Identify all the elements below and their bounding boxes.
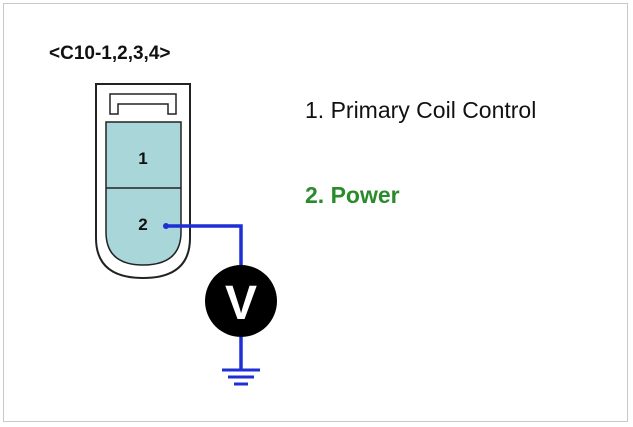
voltmeter-symbol: V — [225, 277, 257, 330]
pin-1-label: 1 — [138, 149, 147, 168]
probe-point — [163, 223, 169, 229]
voltmeter-icon — [205, 265, 277, 337]
legend-item-2: 2. Power — [305, 182, 400, 208]
pin-2-label: 2 — [138, 215, 147, 234]
connector-cavity — [105, 121, 182, 266]
connector-code-label: <C10-1,2,3,4> — [49, 43, 170, 64]
connector-latch — [109, 93, 177, 115]
test-lead-wire — [166, 224, 243, 268]
legend-item-1: 1. Primary Coil Control — [305, 97, 536, 123]
ground-icon — [222, 368, 260, 386]
